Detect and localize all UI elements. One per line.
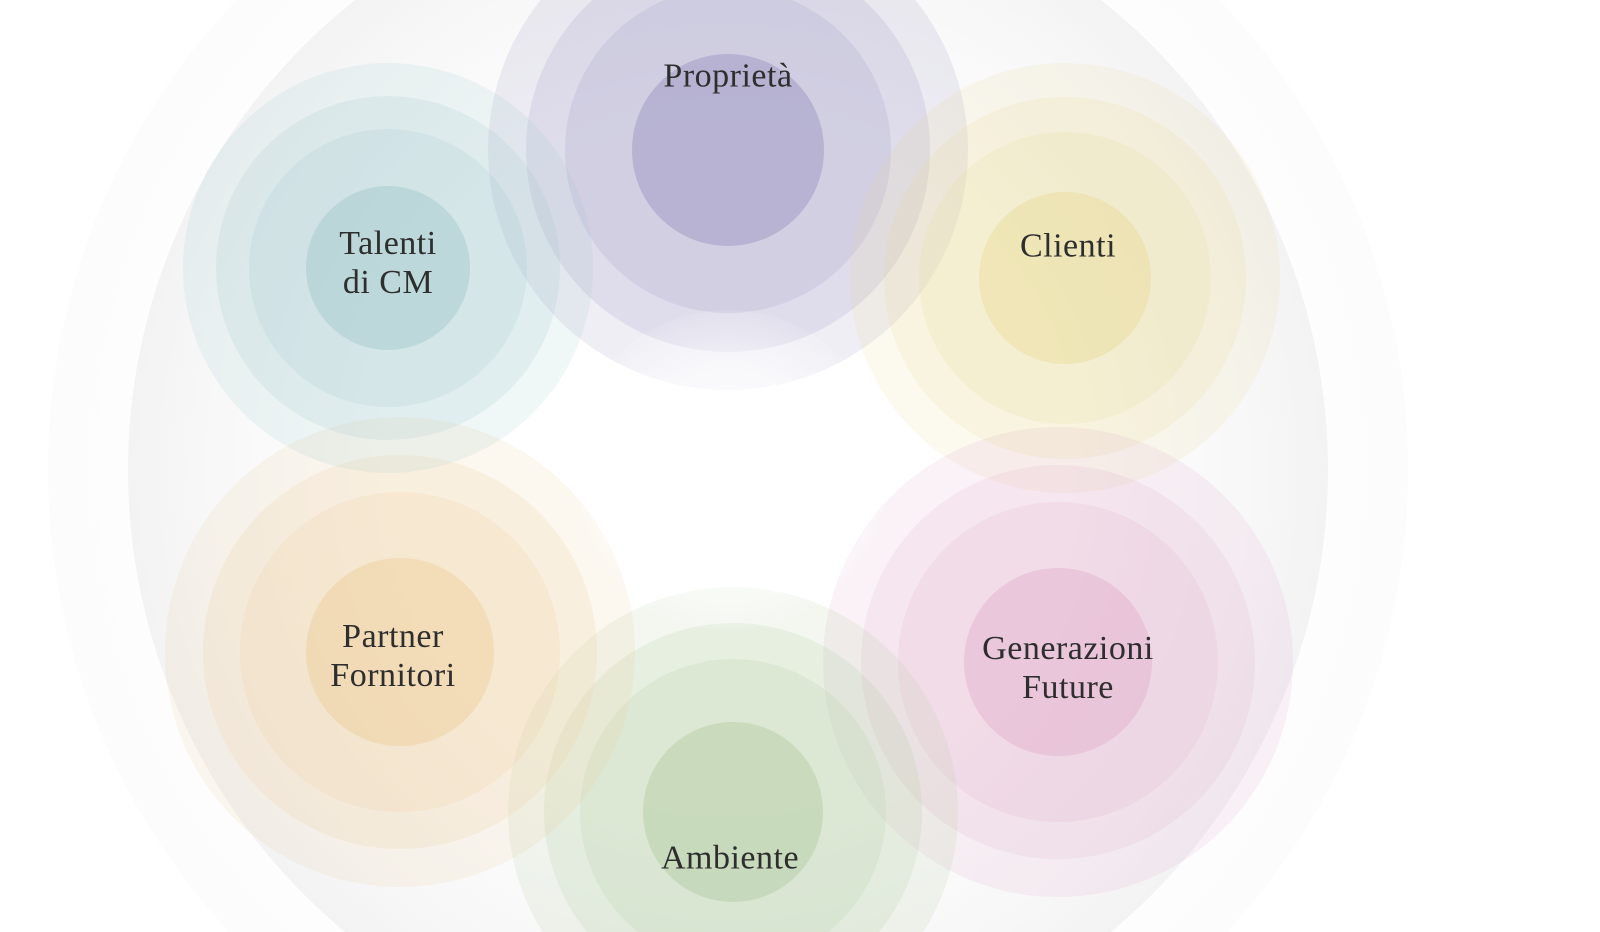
circle-core — [964, 568, 1152, 756]
node-ambiente — [508, 587, 958, 932]
circle-ring-outer — [850, 63, 1280, 493]
circle-ring-mid — [544, 623, 922, 932]
circle-core — [632, 54, 824, 246]
circle-ring-mid — [526, 0, 930, 352]
node-label-clienti: Clienti — [1019, 227, 1117, 265]
node-clienti — [850, 63, 1280, 493]
node-label-partner-fornitori: Partner Fornitori — [330, 617, 456, 694]
circle-core — [306, 186, 470, 350]
circle-ring-outer — [183, 63, 593, 473]
circle-core — [979, 192, 1151, 364]
circle-ring-inner — [240, 492, 560, 812]
circle-ring-inner — [898, 502, 1218, 822]
circle-ring-inner — [918, 131, 1212, 425]
node-talenti-di-cm — [183, 63, 593, 473]
circle-ring-outer — [823, 427, 1293, 897]
node-proprieta — [488, 0, 968, 390]
circle-ring-inner — [580, 659, 886, 932]
circle-ring-inner — [248, 128, 528, 408]
circle-ring-mid — [202, 454, 598, 850]
circle-ring-mid — [860, 464, 1256, 860]
circle-ring-inner — [564, 0, 892, 314]
circle-ring-mid — [215, 95, 561, 441]
node-partner-fornitori — [165, 417, 635, 887]
node-label-ambiente: Ambiente — [660, 839, 800, 877]
node-label-talenti-di-cm: Talenti di CM — [339, 224, 437, 301]
node-label-proprieta: Proprietà — [663, 57, 793, 95]
circle-core — [306, 558, 494, 746]
node-label-generazioni-future: Generazioni Future — [982, 629, 1154, 706]
circle-ring-outer — [165, 417, 635, 887]
circle-ring-outer — [508, 587, 958, 932]
circle-core — [643, 722, 823, 902]
circle-ring-mid — [884, 97, 1246, 459]
node-generazioni-future — [823, 427, 1293, 897]
